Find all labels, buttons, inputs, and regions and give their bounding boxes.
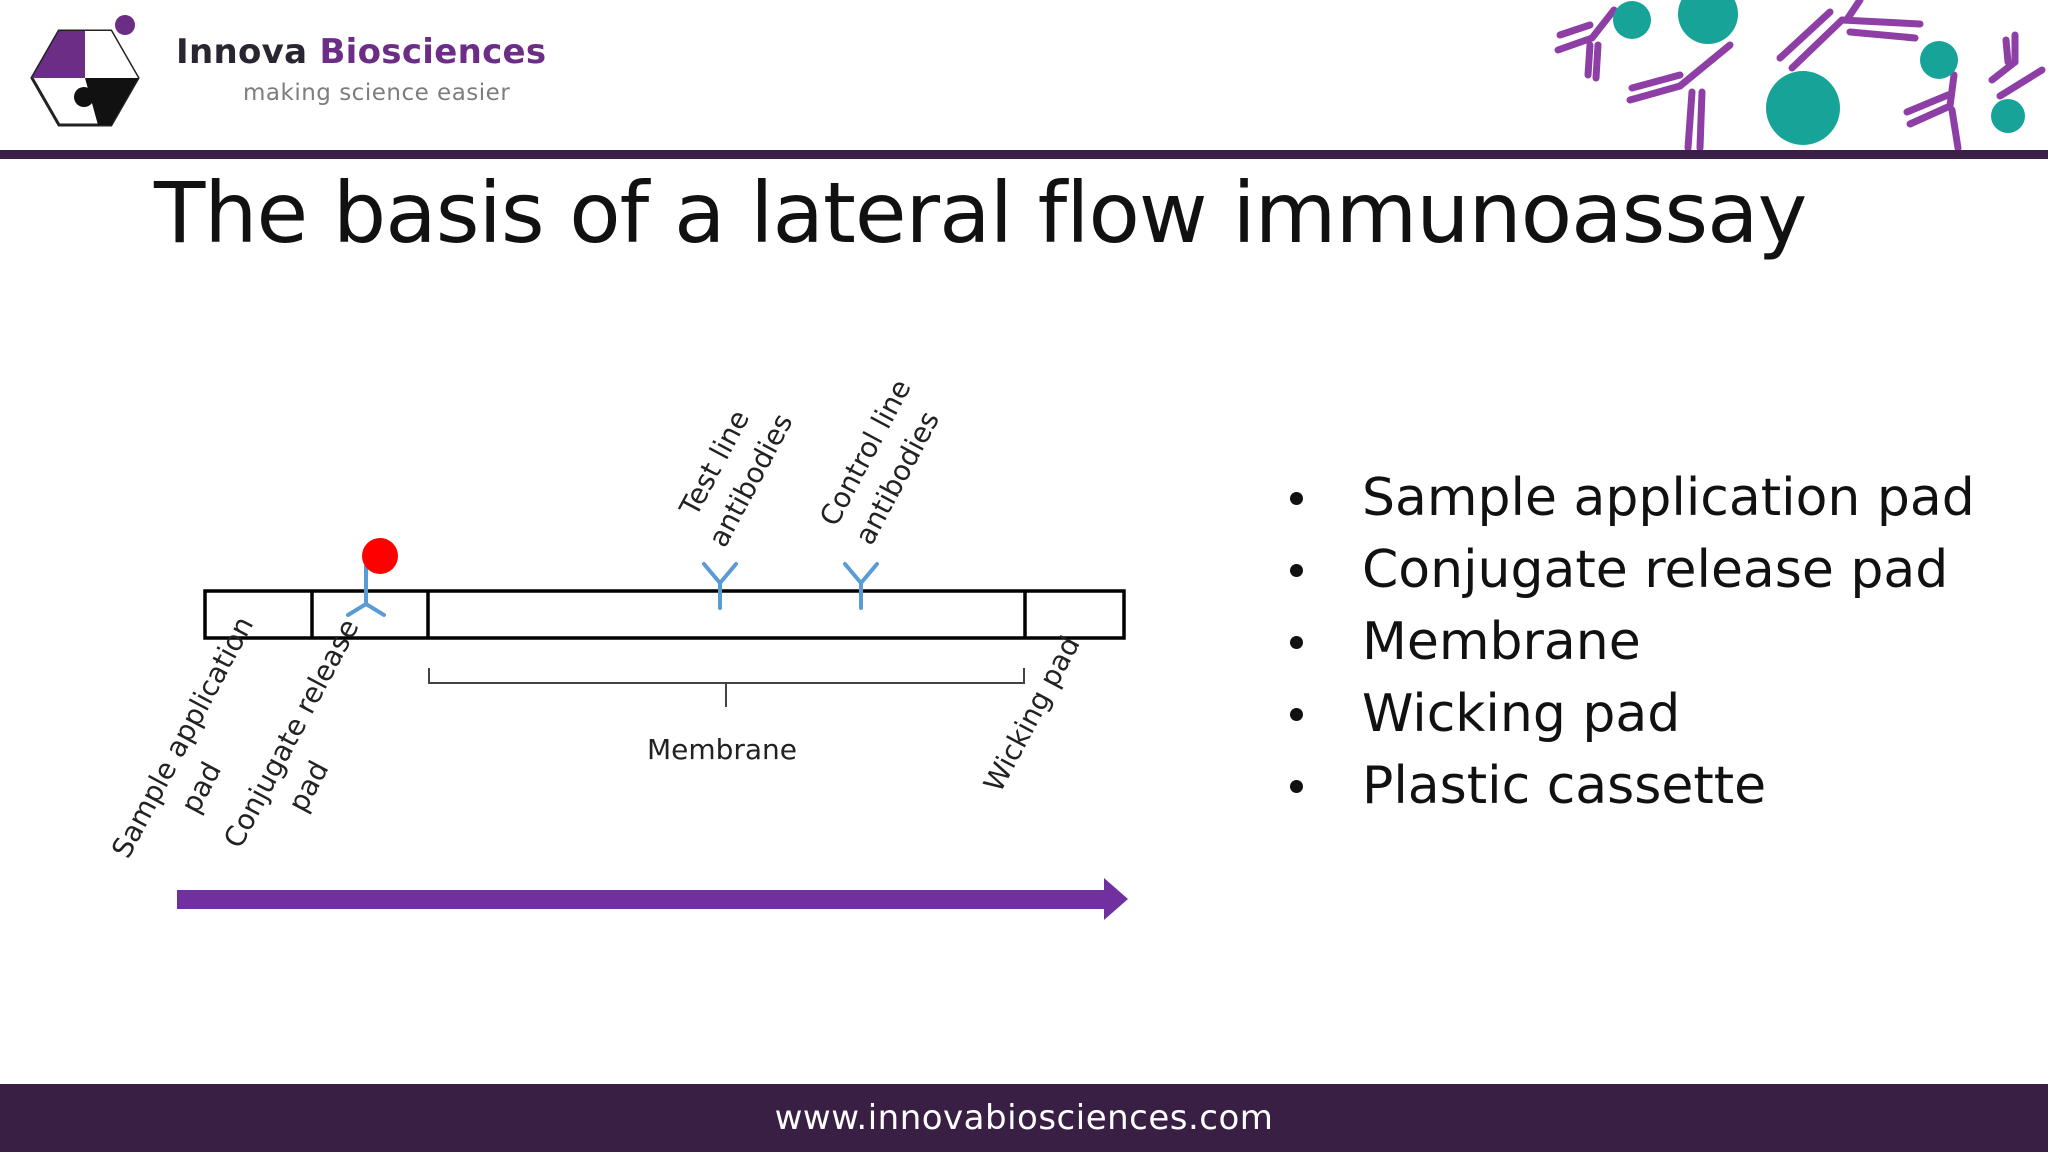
control-line-antibody-icon	[843, 562, 879, 610]
flow-arrow-head	[1104, 878, 1128, 920]
brand-name: Innova Biosciences	[176, 32, 546, 72]
innova-logo-icon	[30, 15, 140, 127]
list-item: Wicking pad	[1282, 678, 1975, 750]
slide-header: Innova Biosciences making science easier	[0, 0, 2048, 152]
list-item-text: Plastic cassette	[1362, 756, 1767, 816]
bullet-icon	[1290, 636, 1303, 649]
list-item-text: Conjugate release pad	[1362, 540, 1949, 600]
antibody-decoration-icon	[1554, 0, 2046, 150]
membrane-brace	[428, 668, 1025, 707]
test-strip	[203, 589, 1126, 640]
brand-tagline: making science easier	[243, 80, 511, 106]
slide-title: The basis of a lateral flow immunoassay	[154, 164, 1807, 262]
bullet-icon	[1290, 492, 1303, 505]
membrane-label: Membrane	[647, 733, 797, 766]
list-item-text: Membrane	[1362, 612, 1641, 672]
list-item: Membrane	[1282, 606, 1975, 678]
list-item: Sample application pad	[1282, 462, 1975, 534]
conjugate-antibody-icon	[346, 564, 386, 617]
list-item-text: Sample application pad	[1362, 468, 1975, 528]
conjugate-particle-icon	[362, 538, 398, 574]
wicking-pad-label: Wicking pad	[977, 630, 1087, 797]
lateral-flow-diagram: Membrane Sample application pad Conjugat…	[105, 374, 1128, 920]
bullet-icon	[1290, 708, 1303, 721]
flow-arrow-shaft	[177, 890, 1107, 909]
list-item: Plastic cassette	[1282, 750, 1975, 822]
slide-footer: www.innovabiosciences.com	[0, 1084, 2048, 1152]
bullet-icon	[1290, 780, 1303, 793]
test-line-antibody-icon	[702, 562, 738, 610]
brand-word-biosciences: Biosciences	[319, 32, 547, 72]
list-item-text: Wicking pad	[1362, 684, 1681, 744]
header-divider	[0, 150, 2048, 159]
bullet-icon	[1290, 564, 1303, 577]
brand-word-innova: Innova	[176, 32, 308, 72]
list-item: Conjugate release pad	[1282, 534, 1975, 606]
component-list: Sample application pad Conjugate release…	[1282, 462, 1975, 822]
footer-url-link[interactable]: www.innovabiosciences.com	[774, 1098, 1274, 1138]
